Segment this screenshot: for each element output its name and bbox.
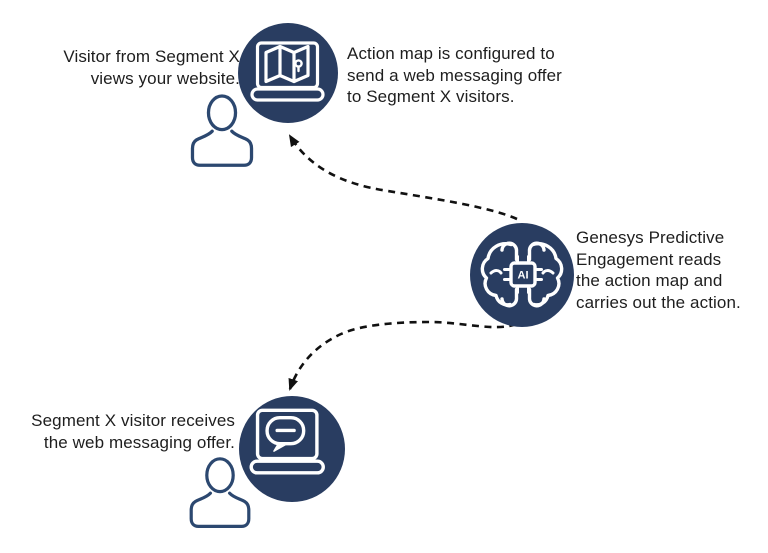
chat-laptop-icon — [249, 408, 325, 475]
web-message-node — [239, 396, 345, 502]
visitor-caption-line2: views your website. — [90, 68, 240, 88]
engagement-caption-line3: the action map and — [576, 271, 723, 290]
arrow-ai-to-action-map — [288, 134, 518, 221]
ai-brain-icon: AI — [480, 241, 564, 308]
ai-engine-node: AI — [470, 223, 574, 327]
map-laptop-icon — [250, 41, 325, 102]
action-map-node — [238, 23, 338, 123]
receive-caption-line2: the web messaging offer. — [43, 432, 235, 452]
action-map-caption: Action map is configured to send a web m… — [347, 43, 587, 108]
engagement-caption-line1: Genesys Predictive — [576, 228, 725, 247]
visitor-caption-line1: Visitor from Segment X — [63, 47, 240, 66]
engagement-caption-line2: Engagement reads — [576, 249, 722, 269]
engagement-caption-line4: carries out the action. — [576, 292, 741, 312]
receive-caption-line1: Segment X visitor receives — [31, 411, 235, 430]
action-map-caption-line2: send a web messaging offer — [347, 65, 562, 85]
engagement-caption: Genesys Predictive Engagement reads the … — [576, 227, 751, 313]
receive-caption: Segment X visitor receives the web messa… — [23, 410, 235, 453]
visitor-caption: Visitor from Segment X views your websit… — [30, 46, 240, 89]
arrow-ai-to-web-message — [288, 320, 517, 391]
visitor-person-icon — [181, 92, 263, 168]
ai-chip-label: AI — [518, 270, 529, 282]
action-map-caption-line1: Action map is configured to — [347, 44, 555, 63]
action-map-caption-line3: to Segment X visitors. — [347, 87, 515, 106]
recipient-person-icon — [180, 455, 260, 529]
